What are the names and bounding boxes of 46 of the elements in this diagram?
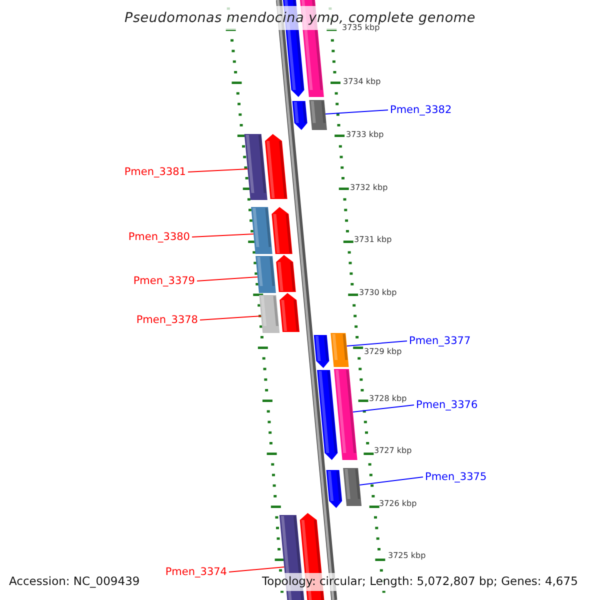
gene-feature (334, 369, 358, 460)
leader-line (346, 340, 408, 346)
leader-line (325, 110, 388, 114)
leader-line (359, 476, 424, 486)
leader-line (228, 566, 285, 572)
leader-line (196, 276, 258, 282)
gene-feature (256, 256, 276, 293)
gene-feature (276, 255, 296, 292)
scale-label: 3731 kbp (354, 236, 392, 244)
leader-line (200, 316, 262, 320)
scale-label: 3730 kbp (359, 289, 397, 297)
gene-label: Pmen_3377 (409, 336, 471, 346)
gene-label: Pmen_3382 (390, 104, 452, 116)
leader-line (192, 234, 254, 238)
scale-label: 3727 kbp (374, 447, 412, 455)
gene-feature (314, 335, 330, 368)
gene-feature (343, 468, 362, 506)
gene-label: Pmen_3380 (128, 232, 190, 242)
scale-label: 3732 kbp (350, 184, 388, 192)
scale-label: 3726 kbp (379, 500, 417, 508)
gene-feature (292, 101, 308, 130)
map-info-text: Accession: NC_009439 (7, 573, 142, 591)
scale-label: 3725 kbp (388, 552, 426, 560)
gene-label: Pmen_3378 (136, 314, 198, 326)
gene-label: Pmen_3376 (416, 400, 478, 410)
gene-label: Pmen_3381 (124, 166, 186, 178)
gene-feature (280, 293, 300, 332)
scale-label: 3729 kbp (364, 348, 402, 356)
scale-label: 3735 kbp (342, 24, 380, 32)
scale-label: 3728 kbp (369, 395, 407, 403)
gene-label: Pmen_3379 (133, 276, 195, 286)
scale-label: 3733 kbp (346, 131, 384, 139)
leader-line (188, 168, 248, 172)
gene-feature (317, 370, 338, 460)
gene-feature (251, 207, 272, 254)
gene-feature (309, 100, 327, 130)
gene-label: Pmen_3374 (165, 566, 227, 578)
scale-label: 3734 kbp (343, 78, 381, 86)
gene-feature (272, 207, 292, 254)
gene-feature (259, 295, 280, 333)
gene-feature (330, 333, 349, 367)
leader-line (352, 404, 414, 412)
gene-feature (326, 470, 342, 508)
gene-label: Pmen_3375 (425, 472, 487, 482)
gene-feature (264, 134, 288, 199)
gene-feature (244, 134, 268, 200)
